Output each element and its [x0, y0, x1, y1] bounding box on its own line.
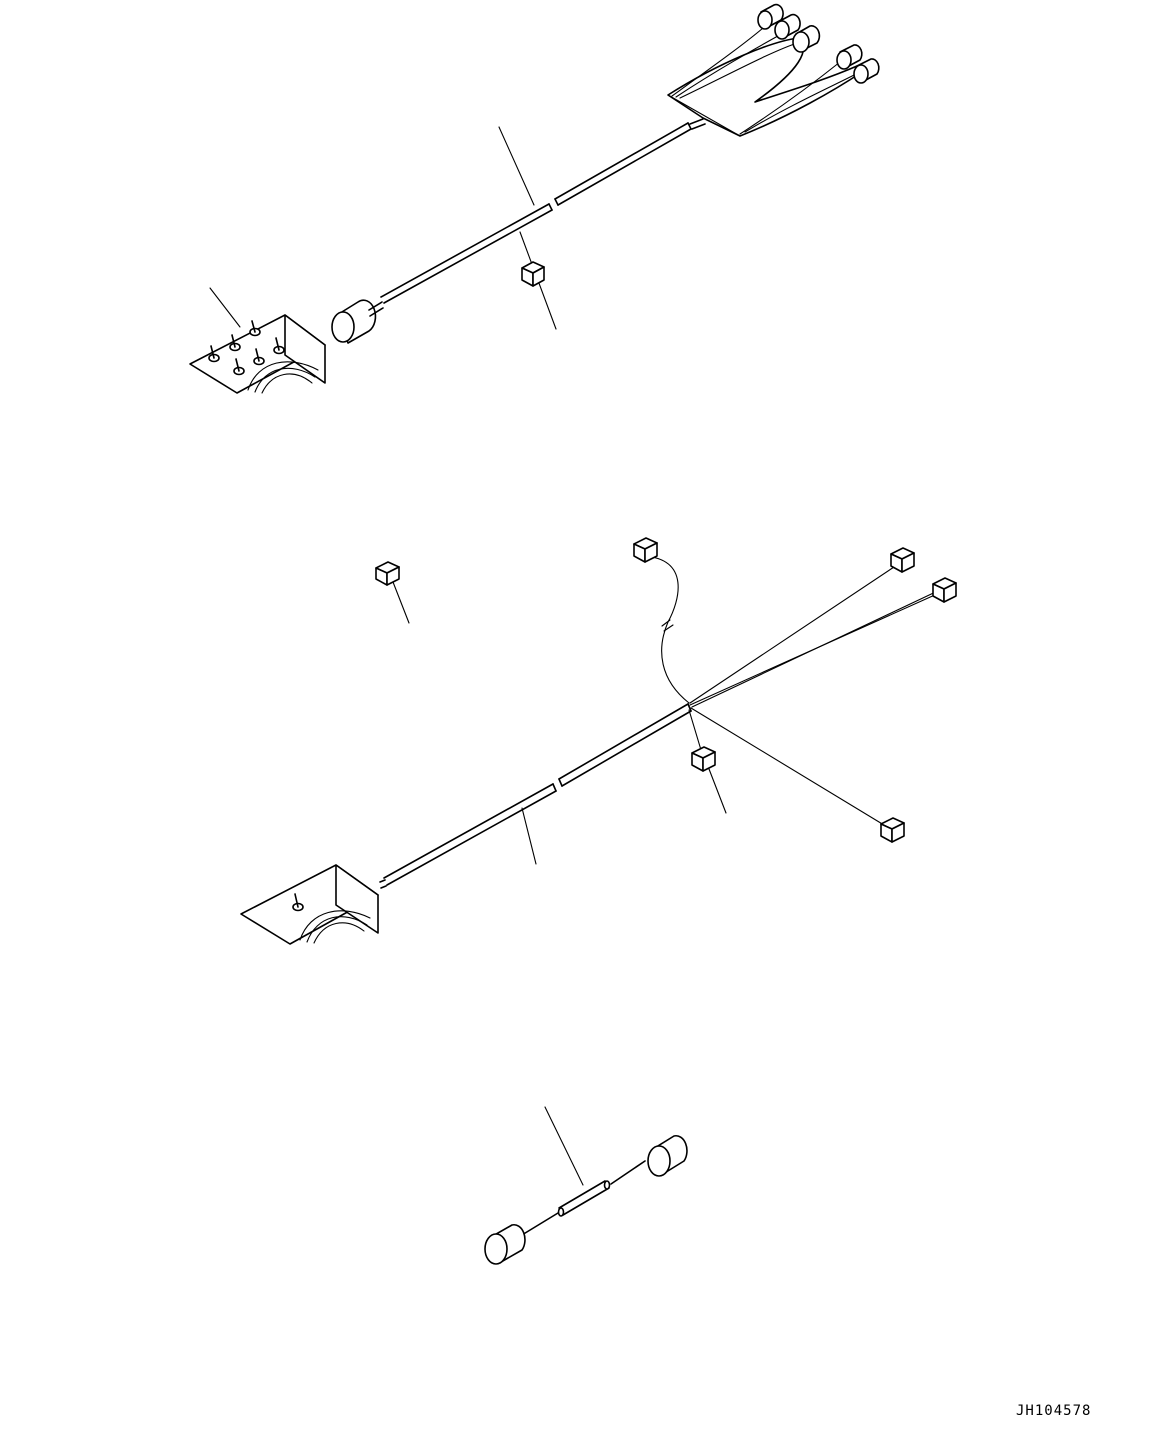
leader-line [708, 768, 727, 814]
toggle-switch [249, 320, 261, 337]
square-connector [880, 817, 905, 843]
square-connector [890, 547, 915, 573]
toggle-switch [229, 334, 241, 352]
jumper-harness-bottom [484, 1106, 688, 1265]
leader-line [392, 581, 410, 624]
cylinder-connector [774, 13, 801, 40]
harness-branch-fan [667, 21, 863, 137]
harness-assembly-middle [240, 537, 957, 945]
harness-assembly-top [189, 3, 880, 394]
harness-clip [375, 561, 400, 586]
harness-sleeve [557, 1180, 611, 1217]
square-connector [932, 577, 957, 603]
harness-tube [379, 703, 692, 889]
switch-plate-six-toggle [189, 314, 326, 394]
round-connector [331, 299, 384, 344]
harness-clip [521, 261, 545, 287]
cylinder-connector [836, 44, 863, 70]
toggle-switch [253, 348, 265, 366]
leader-line [544, 1106, 584, 1186]
branch-wires [644, 555, 945, 826]
toggle-switch [233, 358, 245, 376]
toggle-switch [208, 345, 220, 363]
switch-plate-single-toggle [240, 864, 379, 945]
square-connector [633, 537, 658, 563]
leader-line [209, 287, 241, 328]
round-connector [484, 1223, 526, 1265]
cylinder-connector [853, 58, 880, 84]
harness-clip [691, 746, 716, 772]
drawing-number: JH104578 [1016, 1403, 1092, 1419]
leader-line [521, 807, 537, 865]
harness-tube [380, 118, 706, 304]
toggle-switch [292, 893, 304, 912]
round-connector [647, 1134, 688, 1177]
wire [610, 1160, 646, 1185]
toggle-switch [273, 337, 285, 355]
leader-line [498, 126, 535, 206]
cylinder-connector [792, 25, 821, 53]
